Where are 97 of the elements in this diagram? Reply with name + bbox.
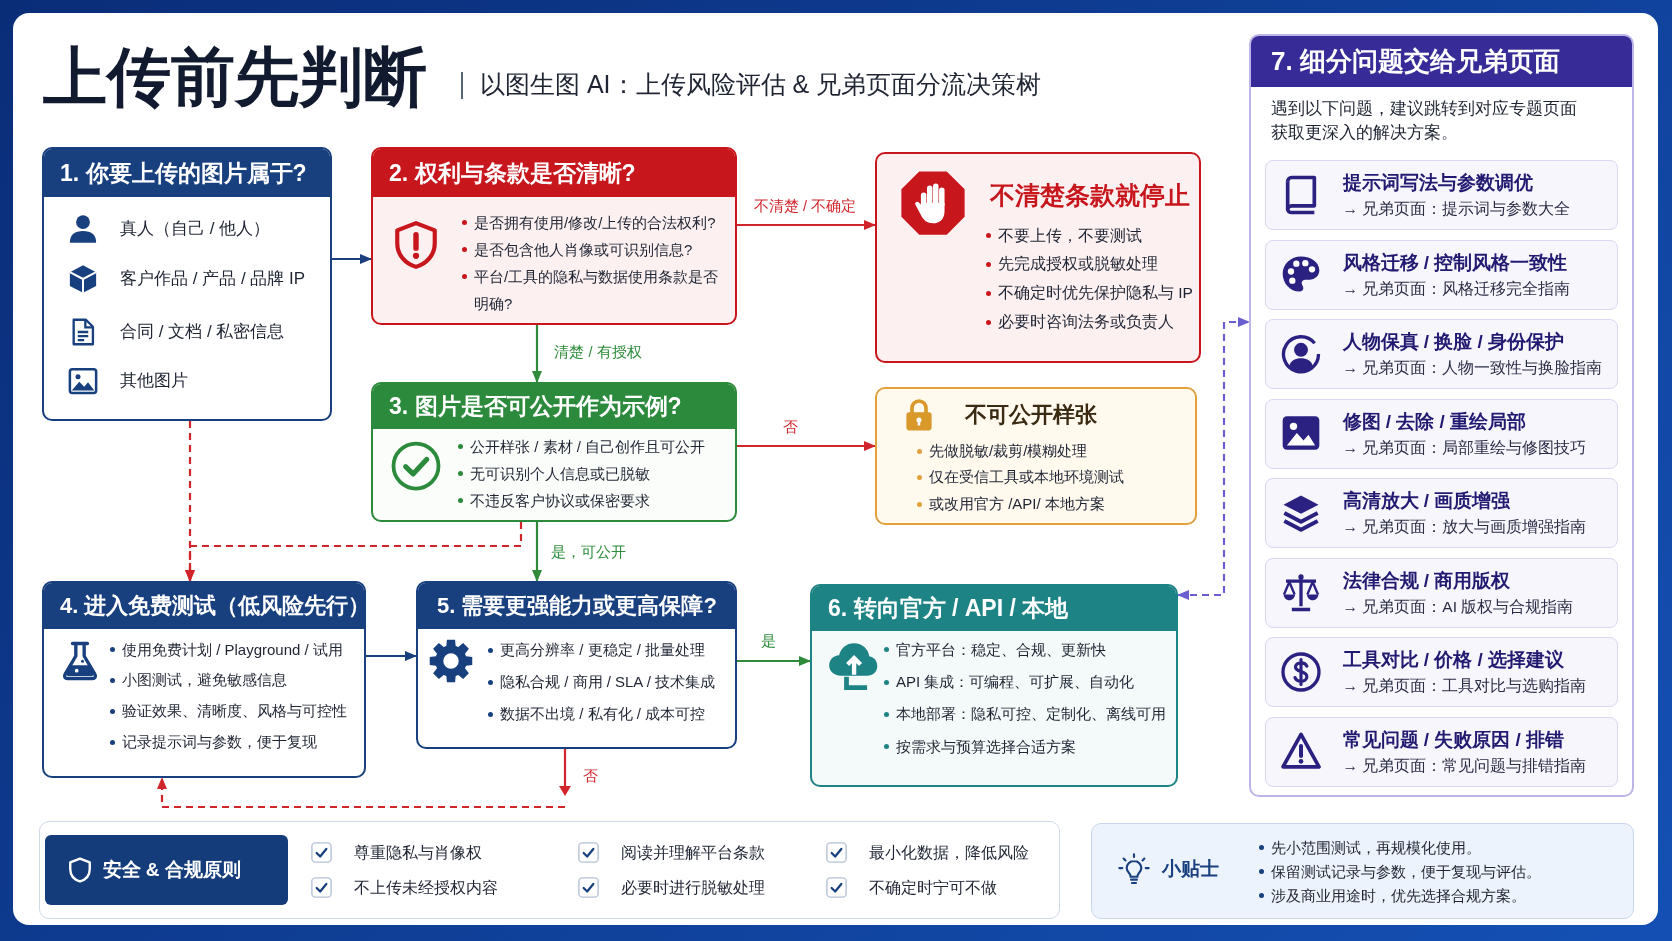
card-title: 常见问题 / 失败原因 / 排错: [1342, 727, 1565, 752]
list-item: 无可识别个人信息或已脱敏: [457, 459, 705, 487]
list-item: 必要时咨询法务或负责人: [985, 307, 1193, 337]
checklist-item: 不确定时宁可不做: [868, 877, 997, 898]
title: 上传前先判断: [43, 40, 427, 115]
dashed-arrow: [157, 749, 567, 809]
list-item: API 集成：可编程、可扩展、自动化: [883, 666, 1166, 699]
list-item: 仅在受信工具或本地环境测试: [916, 464, 1124, 491]
link-card: [1265, 239, 1618, 310]
box-title: 不清楚条款就停止: [990, 180, 1190, 211]
category-box: [42, 147, 332, 421]
dashed-arrow: [185, 522, 523, 582]
principles-bar: [39, 821, 1060, 919]
card-title: 高清放大 / 画质增强: [1342, 489, 1511, 513]
list-item: 先做脱敏/裁剪/模糊处理: [916, 437, 1124, 465]
subtitle: 以图生图 AI：上传风险评估 & 兄弟页面分流决策树: [480, 69, 1042, 101]
card-title: 人物保真 / 换脸 / 身份保护: [1342, 330, 1565, 354]
arrow: [532, 325, 542, 383]
arrow: [737, 441, 876, 451]
arrow: [532, 522, 542, 582]
link-card: [1265, 319, 1618, 389]
card-title: 工具对比 / 价格 / 选择建议: [1342, 648, 1565, 672]
list-item: 是否拥有使用/修改/上传的合法权利?: [461, 208, 732, 236]
arrow: [366, 651, 417, 661]
tips-title: 小贴士: [1161, 857, 1219, 881]
heading-panel: [44, 834, 288, 905]
list-item: 或改用官方 /API/ 本地方案: [916, 490, 1124, 518]
list-item: 客户作品 / 产品 / 品牌 IP: [120, 268, 306, 290]
checklist-item: 最小化数据，降低风险: [868, 842, 1029, 863]
list-item: 验证效果、清晰度、风格与可控性: [109, 696, 347, 727]
dashed-double-arrow: [1177, 317, 1250, 600]
arrow: [332, 254, 372, 264]
list-item: 其他图片: [120, 370, 188, 392]
box-header: 4. 进入免费测试（低风险先行）: [44, 583, 364, 629]
decision-box: [371, 147, 737, 325]
list-item: 按需求与预算选择合适方案: [883, 730, 1166, 764]
link-card: [1265, 716, 1618, 787]
list-item: 合同 / 文档 / 私密信息: [120, 321, 285, 343]
link-text: → 兄弟页面：工具对比与选购指南: [1342, 676, 1587, 696]
checklist-item: 不上传未经授权内容: [353, 877, 498, 898]
box-header: 5. 需要更强能力或更高保障?: [418, 583, 735, 629]
list-item: 是否包含他人肖像或可识别信息?: [461, 235, 732, 263]
list-item: 公开样张 / 素材 / 自己创作且可公开: [457, 432, 705, 460]
link-text: → 兄弟页面：局部重绘与修图技巧: [1342, 437, 1587, 458]
link-text: → 兄弟页面：AI 版权与合规指南: [1342, 596, 1574, 617]
list-item: 记录提示词与参数，便于复现: [109, 726, 347, 758]
list-item: 先小范围测试，再规模化使用。: [1257, 835, 1541, 860]
checklist-item: 必要时进行脱敏处理: [620, 877, 765, 898]
link-card: [1265, 160, 1618, 230]
link-text: → 兄弟页面：提示词与参数大全: [1342, 199, 1571, 219]
link-card: [1265, 637, 1618, 707]
list-item: 保留测试记录与参数，便于复现与评估。: [1257, 859, 1541, 884]
arrow: [737, 220, 876, 230]
box-header: 2. 权利与条款是否清晰?: [373, 149, 735, 197]
decision-box: [416, 581, 737, 749]
process-box: [42, 581, 366, 778]
list-item: 平台/工具的隐私与数据使用条款是否明确?: [461, 262, 732, 317]
checklist-item: 尊重隐私与肖像权: [353, 842, 482, 863]
link-card: [1265, 478, 1618, 548]
checklist-item: 阅读并理解平台条款: [620, 842, 765, 863]
card-title: 修图 / 去除 / 重绘局部: [1342, 409, 1527, 434]
list-item: 使用免费计划 / Playground / 试用: [109, 634, 347, 666]
list-item: 涉及商业用途时，优先选择合规方案。: [1257, 883, 1541, 908]
card-title: 风格迁移 / 控制风格一致性: [1342, 250, 1568, 275]
arrow: [737, 656, 811, 666]
list-item: 更高分辨率 / 更稳定 / 批量处理: [487, 634, 716, 666]
list-item: 数据不出境 / 私有化 / 成本可控: [487, 698, 716, 730]
link-text: → 兄弟页面：人物一致性与换脸指南: [1342, 358, 1603, 378]
list-item: 不要上传，不要测试: [985, 221, 1193, 251]
list-item: 真人（自己 / 他人）: [120, 218, 271, 240]
box-header: 7. 细分问题交给兄弟页面: [1251, 36, 1632, 87]
list-item: 隐私合规 / 商用 / SLA / 技术集成: [487, 666, 716, 698]
box-title: 不可公开样张: [965, 400, 1097, 429]
link-text: → 兄弟页面：风格迁移完全指南: [1342, 278, 1571, 299]
link-text: → 兄弟页面：放大与画质增强指南: [1342, 517, 1587, 537]
list-item: 不违反客户协议或保密要求: [457, 486, 705, 514]
stop-box: [875, 152, 1201, 363]
card-title: 提示词写法与参数调优: [1342, 171, 1533, 195]
link-card: [1265, 557, 1618, 628]
list-item: 不确定时优先保护隐私与 IP: [985, 279, 1193, 308]
process-box: [810, 584, 1178, 787]
list-item: 小图测试，避免敏感信息: [109, 665, 347, 697]
decision-box: [371, 382, 737, 522]
box-header: 3. 图片是否可公开作为示例?: [373, 384, 735, 429]
list-item: 本地部署：隐私可控、定制化、离线可用: [883, 698, 1166, 731]
box-header: 6. 转向官方 / API / 本地: [812, 586, 1176, 631]
warning-box: [875, 387, 1197, 525]
section-title: 安全 & 合规原则: [102, 858, 241, 882]
list-item: 官方平台：稳定、合规、更新快: [883, 633, 1166, 667]
list-item: 先完成授权或脱敏处理: [985, 250, 1193, 280]
link-text: → 兄弟页面：常见问题与排错指南: [1342, 755, 1587, 776]
card-title: 法律合规 / 商用版权: [1342, 568, 1511, 593]
tips-box: [1091, 823, 1634, 919]
intro-text: 遇到以下问题，建议跳转到对应专题页面获取更深入的解决方案。: [1271, 98, 1578, 144]
link-card: [1265, 398, 1618, 469]
box-header: 1. 你要上传的图片属于?: [44, 149, 330, 197]
side-panel: [1249, 34, 1634, 797]
